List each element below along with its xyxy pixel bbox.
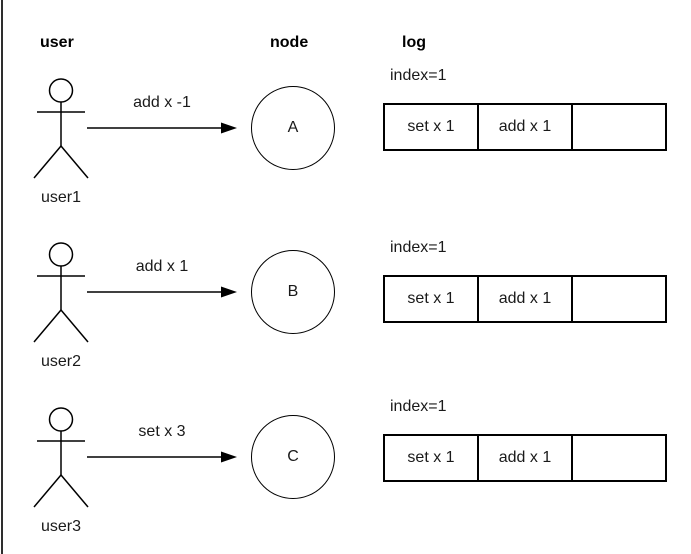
log-table: set x 1 add x 1 bbox=[383, 103, 667, 151]
node-label: C bbox=[287, 448, 299, 465]
log-index-label: index=1 bbox=[390, 67, 447, 84]
stick-figure-icon bbox=[33, 78, 89, 179]
node-circle: C bbox=[251, 415, 335, 499]
log-block: index=1 set x 1 add x 1 bbox=[383, 66, 673, 156]
arrow-icon bbox=[87, 286, 237, 298]
user-name-label: user3 bbox=[40, 518, 82, 535]
arrow-icon bbox=[87, 451, 237, 463]
log-cell: add x 1 bbox=[477, 277, 571, 321]
message-label: set x 3 bbox=[138, 423, 186, 440]
column-header-user: user bbox=[40, 34, 74, 51]
log-table: set x 1 add x 1 bbox=[383, 434, 667, 482]
user-name-label: user2 bbox=[40, 353, 82, 370]
message-label: add x -1 bbox=[133, 94, 191, 111]
log-cell bbox=[571, 277, 665, 321]
diagram-row: set x 3 C user3 bbox=[0, 407, 691, 539]
node-circle: B bbox=[251, 250, 335, 334]
message-label: add x 1 bbox=[135, 258, 189, 275]
log-index-label: index=1 bbox=[390, 398, 447, 415]
canvas-left-border bbox=[1, 0, 3, 554]
column-header-log: log bbox=[402, 34, 426, 51]
log-cell: set x 1 bbox=[407, 449, 455, 466]
diagram-row: add x -1 A user1 bbox=[0, 78, 691, 210]
log-cell bbox=[571, 436, 665, 480]
column-header-node: node bbox=[270, 34, 309, 51]
node-label: B bbox=[287, 283, 299, 300]
stick-figure-icon bbox=[33, 242, 89, 343]
node-circle: A bbox=[251, 86, 335, 170]
arrow-icon bbox=[87, 122, 237, 134]
log-table: set x 1 add x 1 bbox=[383, 275, 667, 323]
log-cell: set x 1 bbox=[407, 118, 455, 135]
log-index-label: index=1 bbox=[390, 239, 447, 256]
log-block: index=1 set x 1 add x 1 bbox=[383, 397, 673, 487]
log-cell bbox=[571, 105, 665, 149]
log-cell: add x 1 bbox=[477, 105, 571, 149]
user-name-label: user1 bbox=[40, 189, 82, 206]
log-cell: add x 1 bbox=[477, 436, 571, 480]
stick-figure-icon bbox=[33, 407, 89, 508]
diagram-row: add x 1 B user2 bbox=[0, 242, 691, 374]
log-block: index=1 set x 1 add x 1 bbox=[383, 238, 673, 328]
node-label: A bbox=[287, 119, 299, 136]
log-cell: set x 1 bbox=[407, 290, 455, 307]
